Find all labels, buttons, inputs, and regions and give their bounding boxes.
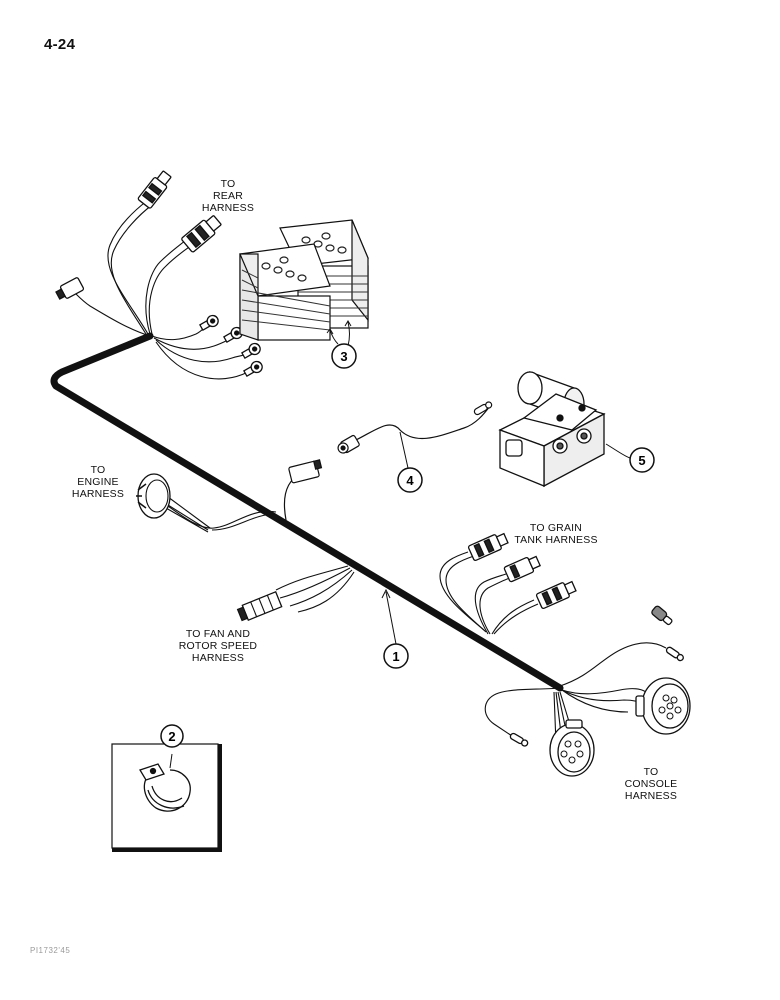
valve-block: [498, 371, 631, 488]
svg-text:4: 4: [406, 473, 414, 488]
engine-branch: [136, 473, 277, 533]
main-harness-trunk: [50, 332, 564, 692]
jumper-connector-right: [473, 401, 493, 416]
callout-5: 5: [629, 447, 655, 473]
svg-text:1: 1: [392, 649, 399, 664]
item-3-leaders: [326, 320, 352, 347]
console-pin-terminal-top: [665, 646, 684, 662]
console-pin-terminal: [509, 732, 529, 747]
callout-4: 4: [397, 467, 423, 493]
item-4-leader: [399, 431, 409, 469]
label-engine-harness: TO ENGINE HARNESS: [71, 464, 125, 500]
grain-connector-2: [503, 555, 541, 583]
callout-2: 2: [160, 724, 184, 748]
callout-3: 3: [331, 343, 357, 369]
jumper-wire: [337, 401, 493, 469]
loose-plug: [651, 605, 673, 626]
jumper-connector-left: [337, 434, 360, 454]
clip-inset: [111, 743, 222, 852]
item-5-leader: [605, 443, 631, 459]
module-stacks: [239, 219, 369, 347]
figure-code: PI1732'45: [30, 946, 71, 955]
rear-connector-lower: [181, 215, 222, 253]
svg-text:2: 2: [168, 729, 175, 744]
fan-rotor-connector: [236, 590, 283, 622]
grain-connector-1: [467, 532, 509, 562]
svg-text:5: 5: [638, 453, 645, 468]
ring-terminal-4: [243, 360, 263, 377]
label-rear-harness: TO REAR HARNESS: [201, 178, 255, 214]
callout-1: 1: [383, 643, 409, 669]
grain-tank-branch: [439, 551, 539, 635]
ring-terminals: [199, 314, 263, 377]
fan-rotor-branch: [236, 565, 355, 622]
rear-single-connector: [55, 277, 85, 300]
hose-clip: [139, 763, 191, 812]
label-console-harness: TO CONSOLE HARNESS: [624, 766, 678, 802]
console-connectors: [509, 605, 691, 777]
label-fan-rotor-harness: TO FAN AND ROTOR SPEED HARNESS: [178, 628, 258, 664]
module-stack-front: [239, 243, 331, 341]
page-number: 4-24: [44, 36, 76, 53]
rear-harness-connectors: [55, 170, 222, 300]
ring-terminal-3: [241, 342, 261, 359]
trunk-plug-connector: [283, 459, 323, 521]
main-harness: [50, 332, 564, 692]
valve-ports: [505, 428, 592, 457]
svg-text:3: 3: [340, 349, 347, 364]
grain-tank-connectors: [467, 532, 577, 610]
ring-terminal-1: [199, 314, 219, 331]
grain-connector-3: [535, 580, 577, 610]
console-round-connector-left: [549, 719, 595, 777]
console-round-connector-right: [635, 677, 691, 735]
item-1-leader: [385, 591, 397, 645]
label-grain-tank-harness: TO GRAIN TANK HARNESS: [514, 522, 598, 546]
engine-round-connector: [136, 473, 171, 519]
rear-connector-top: [137, 170, 172, 209]
rear-branch-wires: [75, 199, 249, 380]
